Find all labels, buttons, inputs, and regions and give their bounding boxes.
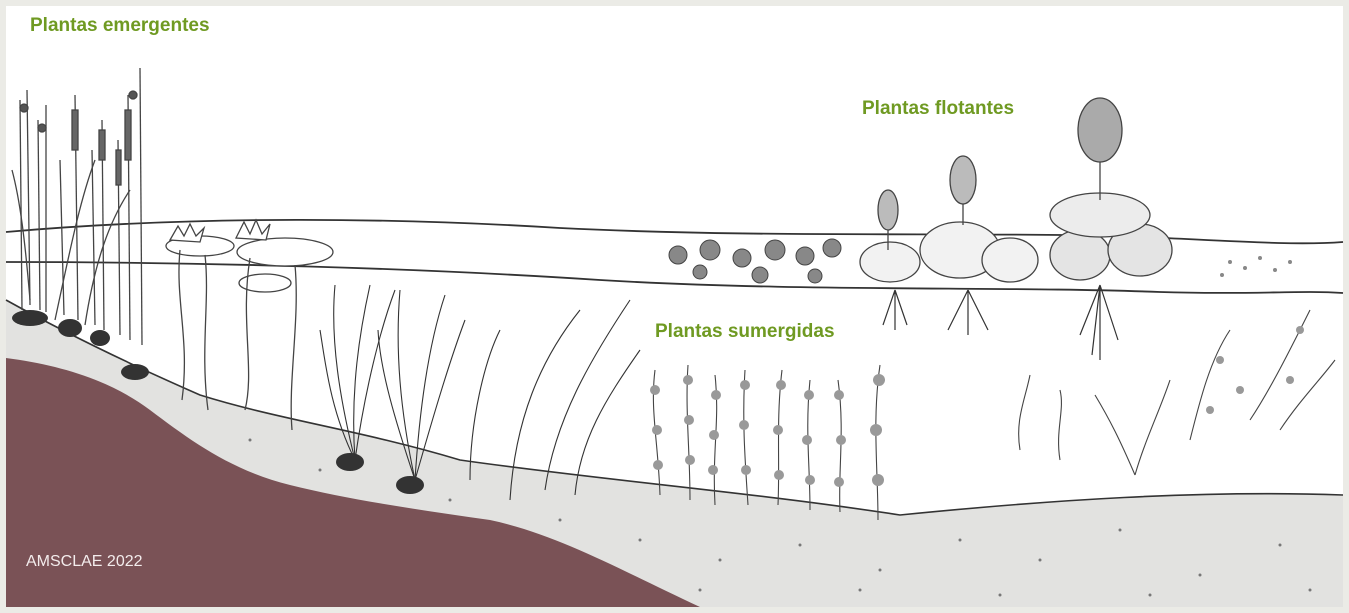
label-plantas-sumergidas: Plantas sumergidas	[655, 321, 835, 343]
credit-text: AMSCLAE 2022	[26, 553, 143, 571]
label-plantas-flotantes: Plantas flotantes	[862, 98, 1014, 120]
label-plantas-emergentes: Plantas emergentes	[30, 15, 210, 37]
